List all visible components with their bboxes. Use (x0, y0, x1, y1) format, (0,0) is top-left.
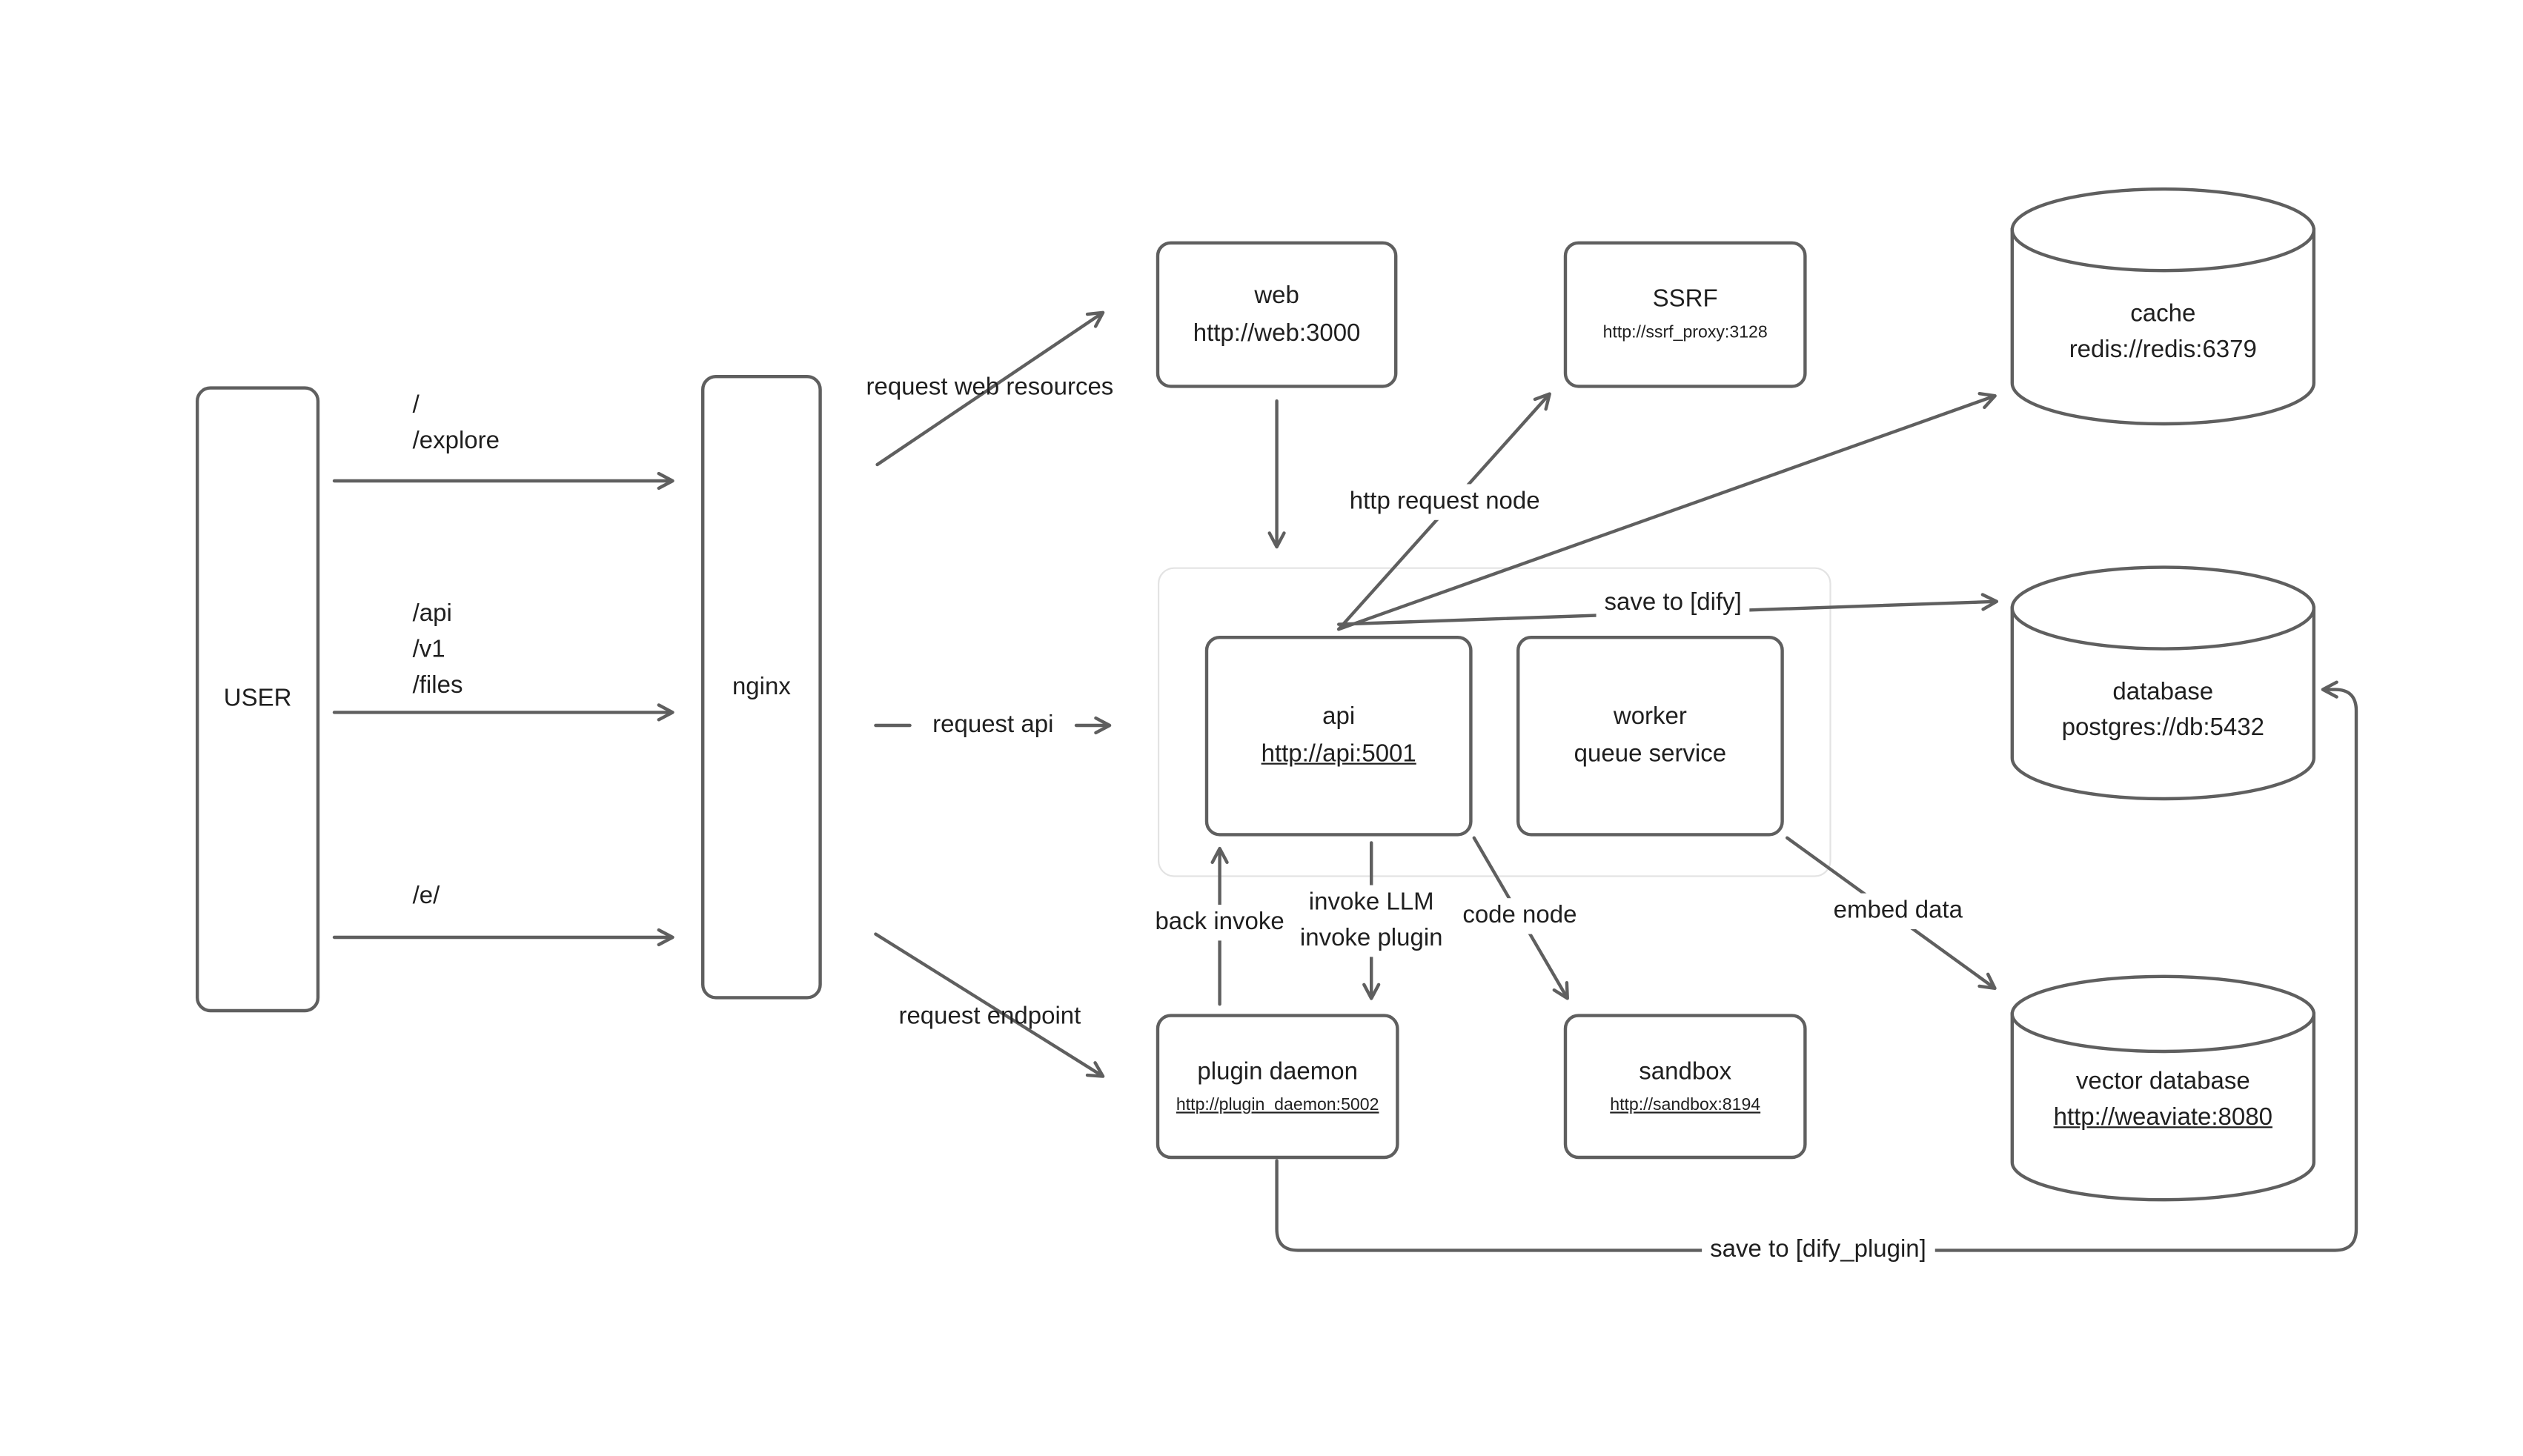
vector-database-label: vector database http://weaviate:8080 (2012, 1068, 2314, 1133)
node-sandbox: sandbox http://sandbox:8194 (1563, 1014, 1807, 1160)
edge-nginx-plugin-daemon (874, 932, 1105, 1078)
ssrf-title: SSRF (1652, 285, 1718, 313)
route-api: /api (412, 599, 452, 628)
node-web: web http://web:3000 (1156, 241, 1398, 388)
web-url: http://web:3000 (1193, 319, 1361, 347)
user-label: USER (223, 685, 292, 713)
label-invoke-plugin: invoke plugin (1299, 924, 1443, 952)
database-url: postgres://db:5432 (2061, 714, 2264, 742)
api-url-link[interactable]: http://api:5001 (1261, 739, 1416, 768)
cache-label: cache redis://redis:6379 (2012, 300, 2314, 365)
database-cylinder (2010, 565, 2316, 801)
edge-api-cache (1337, 391, 1997, 631)
cache-title: cache (2130, 299, 2196, 328)
route-label-e: /e/ (413, 879, 440, 914)
ssrf-url: http://ssrf_proxy:3128 (1602, 322, 1768, 342)
label-save-to-dify: save to [dify] (1596, 585, 1750, 622)
vector-database-url-link[interactable]: http://weaviate:8080 (2053, 1103, 2272, 1131)
label-request-web-resources: request web resources (866, 373, 1114, 402)
cache-cylinder (2010, 187, 2316, 426)
vector-database-cylinder (2010, 974, 2316, 1202)
label-save-to-dify-plugin: save to [dify_plugin] (1702, 1232, 1934, 1269)
database-title: database (2112, 678, 2214, 706)
nginx-label: nginx (732, 672, 791, 700)
plugin-daemon-url-link[interactable]: http://plugin_daemon:5002 (1176, 1094, 1379, 1114)
label-request-api: request api (932, 711, 1054, 739)
sandbox-url-link[interactable]: http://sandbox:8194 (1610, 1094, 1761, 1114)
label-back-invoke: back invoke (1147, 905, 1293, 941)
route-files: /files (412, 671, 463, 699)
web-title: web (1254, 281, 1299, 309)
label-invoke: invoke LLM invoke plugin (1291, 885, 1451, 957)
node-ssrf: SSRF http://ssrf_proxy:3128 (1563, 241, 1807, 388)
route-v1: /v1 (412, 636, 445, 664)
edge-plugin-daemon-database (1275, 680, 2358, 1252)
node-api: api http://api:5001 (1204, 636, 1473, 837)
api-worker-group (1158, 567, 1831, 877)
cache-url: redis://redis:6379 (2069, 336, 2257, 364)
route-label-web: / /explore (413, 388, 500, 460)
vector-database-title: vector database (2075, 1068, 2250, 1096)
route-label-api: /api /v1 /files (413, 596, 463, 704)
label-invoke-llm: invoke LLM (1308, 888, 1434, 917)
plugin-daemon-title: plugin daemon (1197, 1057, 1358, 1086)
node-nginx: nginx (701, 375, 822, 1000)
worker-subtitle: queue service (1574, 739, 1727, 768)
route-e: /e/ (412, 882, 440, 910)
route-root: / (412, 391, 420, 419)
node-plugin-daemon: plugin daemon http://plugin_daemon:5002 (1156, 1014, 1399, 1160)
edge-nginx-web (875, 310, 1105, 467)
node-user: USER (196, 386, 320, 1013)
route-explore: /explore (412, 427, 500, 455)
label-embed-data: embed data (1825, 893, 1971, 929)
label-request-endpoint: request endpoint (898, 1003, 1081, 1031)
database-label: database postgres://db:5432 (2012, 678, 2314, 743)
sandbox-title: sandbox (1639, 1057, 1732, 1086)
node-worker: worker queue service (1516, 636, 1784, 837)
label-code-node: code node (1454, 898, 1585, 934)
api-title: api (1322, 702, 1356, 731)
worker-title: worker (1613, 702, 1687, 731)
label-http-request-node: http request node (1341, 484, 1548, 520)
